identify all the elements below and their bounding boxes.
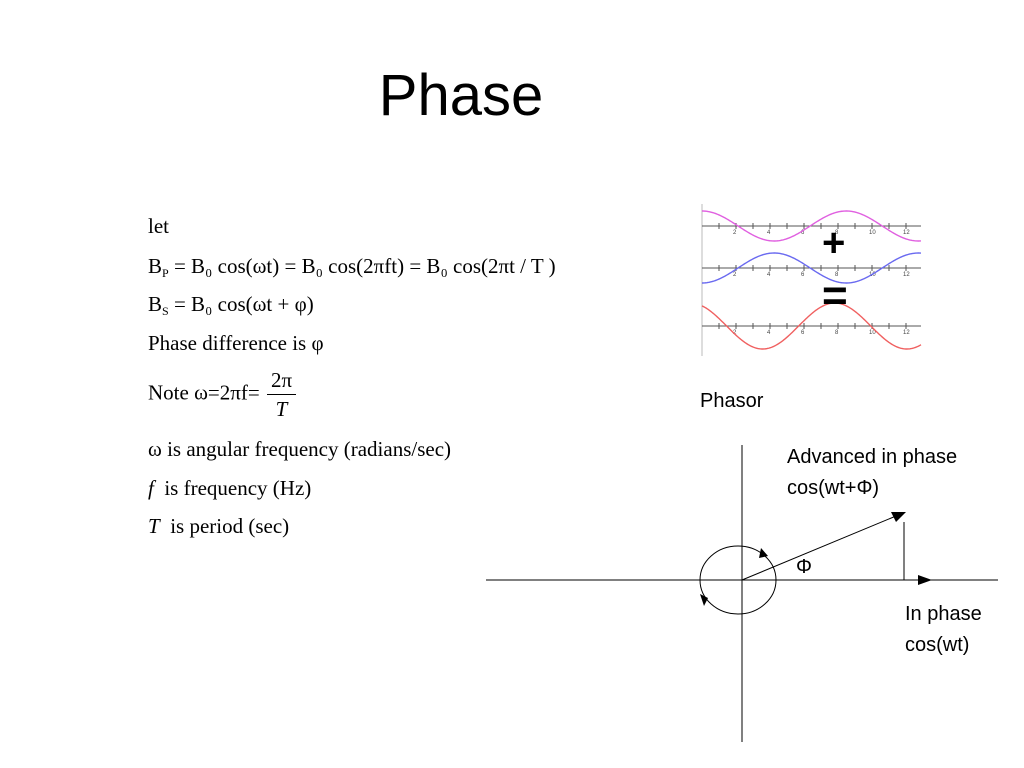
rotation-arrow-left-icon <box>700 594 708 606</box>
rotation-arrow-top-icon <box>759 548 768 558</box>
advanced-vector <box>741 515 897 581</box>
wave-tick-label: 8 <box>835 230 839 236</box>
wave-tick-label: 4 <box>767 330 771 336</box>
wave-tick-label: 4 <box>767 230 771 236</box>
let-text: let <box>148 214 169 238</box>
T-symbol: T <box>148 514 160 538</box>
fraction-numerator: 2π <box>266 366 297 395</box>
in-phase-arrow-icon <box>918 575 932 585</box>
wave-tick-label: 6 <box>801 272 805 278</box>
advanced-arrow-icon <box>891 512 906 522</box>
inphase-label-line1: In phase <box>905 603 982 625</box>
plus-symbol: + <box>822 221 845 265</box>
wave-tick-label: 8 <box>835 330 839 336</box>
bp-expression: = B₀ cos(ωt) = B₀ cos(2πft) = B₀ cos(2πt… <box>173 254 556 278</box>
equals-symbol: = <box>822 271 848 320</box>
phasor-diagram <box>486 445 998 742</box>
f-definition: f is frequency (Hz) <box>148 476 311 501</box>
wave-tick-label: 6 <box>801 230 805 236</box>
phasor-caption: Phasor <box>700 390 764 412</box>
angle-label: Φ <box>796 556 812 578</box>
wave-tick-label: 2 <box>733 230 737 236</box>
T-description: is period (sec) <box>170 514 290 538</box>
middle-wave <box>701 252 922 284</box>
wave-tick-label: 12 <box>903 230 910 236</box>
note-equation: Note ω=2πf= 2π T <box>148 366 297 423</box>
fraction-denominator: T <box>275 397 288 421</box>
wave-tick-label: 4 <box>767 272 771 278</box>
bs-subscript: S <box>162 304 169 318</box>
wave-tick-label: 12 <box>903 272 910 278</box>
wave-tick-label: 10 <box>869 330 876 336</box>
bp-equation: BP = B₀ cos(ωt) = B₀ cos(2πft) = B₀ cos(… <box>148 254 556 281</box>
wave-tick-label: 12 <box>903 330 910 336</box>
waves-plot: 2 4 6 8 10 12 2 4 6 8 10 12 2 4 6 8 10 12 <box>701 204 922 356</box>
wave-tick-label: 6 <box>801 330 805 336</box>
note-prefix: Note ω=2πf= <box>148 380 260 405</box>
f-symbol: f <box>148 476 154 500</box>
phase-difference-text: Phase difference is φ <box>148 331 324 355</box>
advanced-label-line1: Advanced in phase <box>787 446 958 468</box>
bottom-wave <box>701 302 922 350</box>
bs-equation: BS = B₀ cos(ωt + φ) <box>148 292 314 319</box>
f-description: is frequency (Hz) <box>164 476 312 500</box>
bs-expression: = B₀ cos(ωt + φ) <box>173 292 314 316</box>
bs-symbol: B <box>148 292 163 316</box>
T-definition: T is period (sec) <box>148 514 289 539</box>
omega-definition: ω is angular frequency (radians/sec) <box>148 437 452 461</box>
wave-tick-label: 8 <box>835 272 839 278</box>
slide-title: Phase <box>378 63 544 128</box>
top-wave <box>701 210 922 242</box>
wave-tick-label: 10 <box>869 272 876 278</box>
advanced-label-line2: cos(wt+Φ) <box>787 477 880 499</box>
bp-subscript: P <box>162 266 169 280</box>
bp-symbol: B <box>148 254 163 278</box>
wave-tick-label: 2 <box>733 330 737 336</box>
two-pi-over-T-fraction: 2π T <box>266 366 297 423</box>
wave-tick-label: 2 <box>733 272 737 278</box>
wave-tick-label: 10 <box>869 230 876 236</box>
inphase-label-line2: cos(wt) <box>905 634 970 656</box>
